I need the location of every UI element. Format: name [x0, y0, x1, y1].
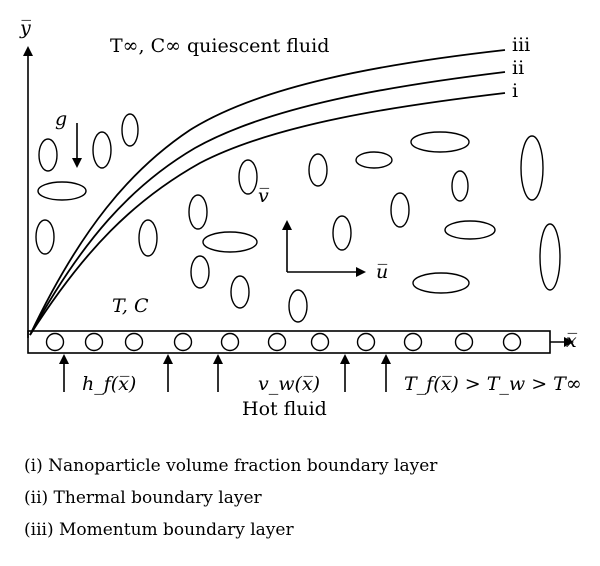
v-label: v̅	[258, 185, 269, 207]
nanoparticles	[35, 113, 561, 323]
nanoparticle	[35, 219, 55, 255]
nanoparticle	[190, 255, 210, 289]
nanoparticle	[451, 170, 469, 202]
plate-particle	[267, 332, 287, 352]
plate-particle	[173, 332, 193, 352]
region-label: T, C	[112, 295, 149, 317]
nanoparticle	[355, 151, 393, 169]
nanoparticle	[520, 135, 544, 201]
nanoparticle	[38, 138, 58, 172]
temperature-relation-label: T_f(x̅) > T_w > T∞	[404, 373, 582, 395]
y-axis-label: y̅	[19, 17, 31, 39]
curve-iii	[29, 49, 506, 336]
curve-label-i: i	[512, 80, 518, 102]
curve-label-ii: ii	[512, 57, 524, 79]
nanoparticle	[410, 131, 470, 153]
nanoparticle	[188, 194, 208, 230]
nanoparticle	[37, 181, 87, 201]
plate-particle	[403, 332, 423, 352]
plate-particle	[45, 332, 65, 352]
legend-item-ii: (ii) Thermal boundary layer	[24, 488, 262, 508]
hot-fluid-arrows	[59, 354, 391, 392]
nanoparticle	[444, 220, 496, 240]
plate-particle	[502, 332, 522, 352]
plate-particle	[84, 332, 104, 352]
nanoparticle	[238, 159, 258, 195]
nanoparticle	[412, 272, 470, 294]
nanoparticle	[390, 192, 410, 228]
u-label: u̅	[376, 261, 388, 283]
x-axis-label: x̅	[566, 330, 577, 352]
plate-particles	[45, 332, 522, 352]
plate-particle	[220, 332, 240, 352]
wall-velocity-label: v_w(x̅)	[258, 373, 320, 395]
heat-coefficient-label: h_f(x̅)	[82, 373, 136, 395]
nanoparticle	[202, 231, 258, 253]
hot-fluid-label: Hot fluid	[242, 398, 327, 420]
nanoparticle	[539, 223, 561, 291]
plate-particle	[356, 332, 376, 352]
nanoparticle	[288, 289, 308, 323]
plate-particle	[124, 332, 144, 352]
plate-particle	[310, 332, 330, 352]
legend-item-iii: (iii) Momentum boundary layer	[24, 520, 294, 540]
nanoparticle	[92, 131, 112, 169]
plate	[27, 330, 551, 354]
nanoparticle	[121, 113, 139, 147]
nanoparticle	[138, 219, 158, 257]
curve-label-iii: iii	[512, 34, 530, 56]
nanoparticle	[332, 215, 352, 251]
plate-particle	[454, 332, 474, 352]
curve-ii	[29, 71, 506, 336]
nanoparticle	[308, 153, 328, 187]
curve-i	[29, 92, 506, 336]
quiescent-fluid-label: T∞, C∞ quiescent fluid	[110, 35, 329, 57]
gravity-label: g	[55, 108, 67, 130]
legend-item-i: (i) Nanoparticle volume fraction boundar…	[24, 456, 438, 476]
nanoparticle	[230, 275, 250, 309]
